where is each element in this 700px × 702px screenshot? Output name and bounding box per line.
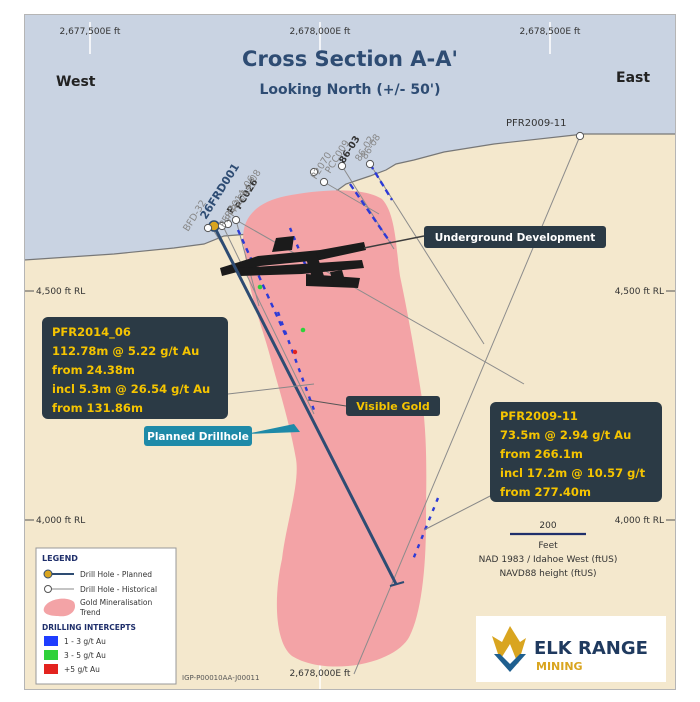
underground-leader-line [363, 235, 425, 249]
direction-east: East [616, 70, 650, 86]
collar-pcc009 [319, 177, 329, 187]
diagram-subtitle: Looking North (+/- 50') [260, 82, 441, 98]
direction-west: West [56, 74, 96, 90]
legend-intercepts-title: DRILLING INTERCEPTS [42, 623, 136, 632]
grid-label-bottom: 2,678,000E ft [290, 669, 351, 679]
datum-vertical: NAVD88 height (ftUS) [499, 569, 596, 579]
logo-subtext: MINING [536, 660, 583, 673]
collar-p2070 [309, 167, 319, 177]
intercept-line: 73.5m @ 2.94 g/t Au [500, 428, 631, 442]
collar-86-08 [365, 159, 375, 169]
planned-hole-end-mark [389, 581, 405, 587]
sky-area [24, 14, 676, 260]
intercept-point-green [257, 284, 263, 290]
grid-label-center: 2,678,000E ft [290, 27, 351, 37]
elk-range-logo-icon [492, 626, 526, 672]
intercept-segment-pfr2009-11 [410, 497, 440, 563]
legend-box [35, 547, 177, 685]
collar-pfr2014-06 [217, 221, 227, 231]
figure-id: IGP-P00010AA-J00011 [182, 674, 259, 682]
legend-planned-marker [43, 569, 53, 579]
logo-backdrop [476, 616, 666, 682]
intercept-segment-pfr2014-06-lower [276, 311, 316, 411]
legend-label-1-3: 1 - 3 g/t Au [64, 637, 106, 646]
legend-historical-label: Drill Hole - Historical [80, 585, 157, 594]
legend-trend-label-1: Gold Mineralisation [80, 598, 153, 607]
scale-unit: Feet [538, 541, 558, 551]
figure-border [24, 14, 676, 690]
label-pfr2009-11: PFR2009-11 [506, 118, 567, 129]
legend-trend-swatch [43, 598, 76, 617]
visible-gold-leader [307, 399, 347, 407]
collar-86-03 [337, 161, 347, 171]
visible-gold-callout-text: Visible Gold [356, 400, 430, 413]
cross-section-figure: PFR2009-11 86-08 86-02 86-03 PCC009 P207… [24, 14, 676, 690]
drill-trace-pcc009 [323, 181, 380, 215]
drill-trace-pfr2014-06 [221, 223, 315, 415]
datum-horizontal: NAD 1983 / Idahoe West (ftUS) [479, 555, 618, 565]
grid-label-west: 2,677,500E ft [60, 27, 121, 37]
underground-drive-mid [238, 260, 364, 276]
intercept-line: incl 17.2m @ 10.57 g/t [500, 466, 646, 480]
legend-label-3-5: 3 - 5 g/t Au [64, 651, 106, 660]
rl-label-upper-right: 4,500 ft RL [615, 287, 664, 297]
cross-section-diagram: PFR2009-11 86-08 86-02 86-03 PCC009 P207… [24, 14, 676, 690]
label-p: P [225, 204, 238, 216]
rl-label-lower-left: 4,000 ft RL [36, 516, 85, 526]
grid-label-east: 2,678,500E ft [520, 27, 581, 37]
legend-swatch-5-plus [44, 664, 58, 674]
visible-gold-callout-box [346, 396, 440, 416]
underground-callout-text: Underground Development [435, 232, 596, 244]
intercept-segment-86-03 [349, 183, 391, 243]
intercept-point-red [292, 349, 298, 355]
underground-stub [272, 236, 294, 252]
legend-historical-marker [44, 585, 52, 593]
legend-title: LEGEND [42, 554, 78, 563]
legend-planned-label: Drill Hole - Planned [80, 570, 152, 579]
legend-swatch-1-3 [44, 636, 58, 646]
underground-workings [220, 236, 366, 288]
underground-raise [330, 270, 346, 286]
collar-pc026 [231, 215, 241, 225]
intercept-hole-pfr2014-06: PFR2014_06 [52, 325, 131, 340]
scale-value: 200 [539, 521, 556, 531]
historical-collars [203, 131, 585, 233]
planned-drillhole-callout-box [144, 426, 252, 446]
intercept-line: 112.78m @ 5.22 g/t Au [52, 344, 199, 358]
intercept-segment-86-08 [368, 163, 394, 201]
intercept-line: from 131.86m [52, 401, 143, 415]
intercept-line: from 24.38m [52, 363, 135, 377]
intercept-leader-pfr2009-11 [423, 493, 495, 531]
planned-drillhole-pointer [246, 424, 300, 434]
planned-drillhole-callout-text: Planned Drillhole [147, 431, 249, 443]
intercept-panel-pfr2009-11 [490, 402, 662, 502]
underground-drive-upper [220, 242, 366, 276]
logo-wordmark: ELK RANGE [534, 638, 648, 659]
legend-swatch-3-5 [44, 650, 58, 660]
legend-trend-label-2: Trend [79, 608, 101, 617]
collar-bfd-32 [203, 223, 213, 233]
intercept-leader-pfr2014-06 [227, 383, 315, 395]
intercept-markers [236, 163, 440, 563]
planned-drill-hole-26frd001 [212, 225, 398, 585]
rl-label-lower-right: 4,000 ft RL [615, 516, 664, 526]
legend-label-5-plus: +5 g/t Au [64, 665, 100, 674]
intercept-line: from 266.1m [500, 447, 583, 461]
collar-pfr2009-11 [575, 131, 585, 141]
drill-trace-pfr2009-11 [353, 135, 581, 675]
gold-mineralisation-trend [243, 190, 427, 667]
diagram-title: Cross Section A-A' [242, 47, 458, 71]
intercept-point-green [300, 327, 306, 333]
intercept-line: incl 5.3m @ 26.54 g/t Au [52, 382, 210, 396]
underground-callout-box [424, 226, 606, 248]
intercept-panel-pfr2014-06 [42, 317, 228, 419]
rl-label-upper-left: 4,500 ft RL [36, 287, 85, 297]
intercept-line: from 277.40m [500, 485, 591, 499]
intercept-hole-pfr2009-11: PFR2009-11 [500, 409, 578, 423]
